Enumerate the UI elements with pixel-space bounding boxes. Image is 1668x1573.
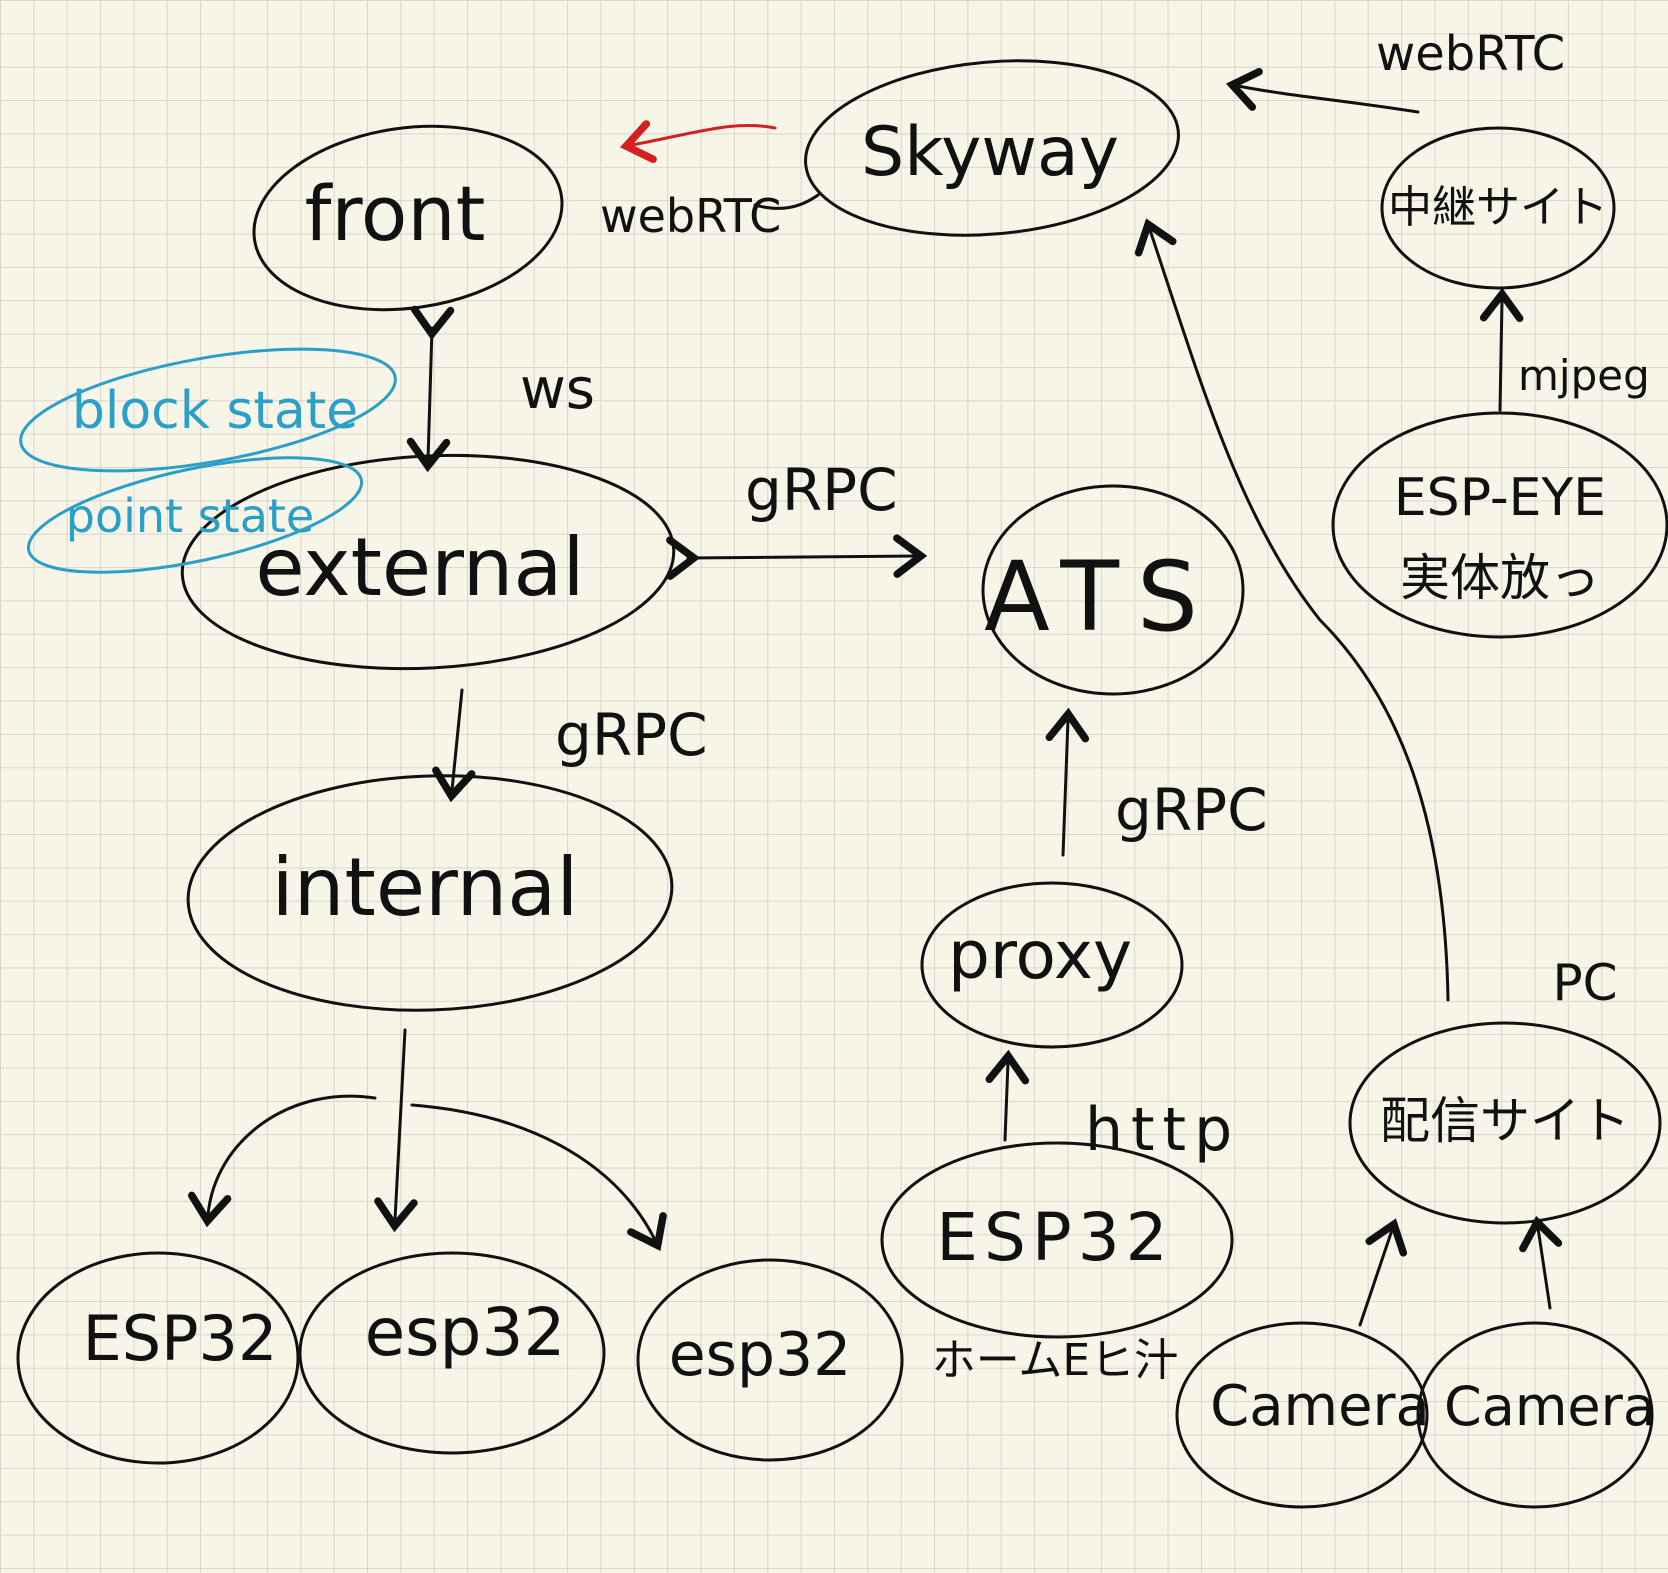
edge-camera-a-streaming: [1358, 1218, 1408, 1327]
esp32-main-sublabel: ホームEヒ汁: [932, 1335, 1178, 1386]
node-streaming-site: 配信サイト PC: [1348, 954, 1662, 1225]
point-state-ellipse: [26, 456, 364, 574]
edge-external-ats: gRPC: [666, 456, 928, 580]
skyway-label: Skyway: [861, 113, 1119, 192]
camera-a-ellipse: [1175, 1321, 1429, 1509]
edge-internal-esp32-b: [374, 1028, 418, 1233]
proxy-ellipse: [920, 881, 1184, 1049]
node-camera-b: Camera: [1416, 1321, 1656, 1509]
node-ats: ATS: [981, 484, 1245, 696]
edge-proxy-ats: gRPC: [1045, 707, 1268, 857]
esp32-c-label: esp32: [669, 1320, 852, 1390]
internal-ellipse: [186, 774, 674, 1012]
edge-internal-esp32-c-line: [410, 1103, 667, 1251]
esp32-a-label: ESP32: [83, 1302, 278, 1375]
edge-proxy-ats-line: [1045, 707, 1090, 857]
annotation-block-state: block state: [19, 347, 397, 473]
esp32-main-ellipse: [880, 1141, 1234, 1339]
edge-external-internal-line: [432, 688, 476, 803]
edge-proxy-ats-label: gRPC: [1115, 776, 1268, 844]
skyway-ellipse: [804, 59, 1180, 237]
edge-front-skyway-label: webRTC: [600, 189, 781, 243]
node-external: external: [180, 453, 676, 671]
esp-eye-label: ESP-EYE: [1394, 468, 1606, 528]
edge-relay-skyway-line: [1225, 67, 1420, 114]
edge-internal-esp32-b-line: [374, 1028, 418, 1233]
edge-external-internal: gRPC: [432, 688, 708, 803]
internal-label: internal: [272, 841, 579, 934]
edge-camera-b-streaming: [1519, 1215, 1563, 1310]
annotation-point-state: point state: [26, 456, 364, 574]
node-front: front: [252, 124, 564, 312]
edge-internal-esp32-a-line: [188, 1094, 377, 1228]
esp-eye-sublabel: 実体放っ: [1400, 549, 1600, 607]
esp32-b-ellipse: [298, 1251, 606, 1455]
block-state-ellipse: [19, 347, 397, 473]
edge-front-skyway-line: [753, 193, 820, 210]
edge-streaming-skyway-line: [1134, 218, 1450, 1002]
camera-b-label: Camera: [1444, 1375, 1656, 1438]
node-camera-a: Camera: [1175, 1321, 1430, 1509]
node-esp32-c: esp32: [636, 1258, 904, 1462]
ats-label: ATS: [984, 541, 1216, 653]
esp32-main-label: ESP32: [936, 1199, 1173, 1276]
red-arrow: [619, 120, 777, 164]
node-esp32-main: ESP32 ホームEヒ汁: [880, 1141, 1234, 1386]
edge-external-internal-label: gRPC: [555, 701, 708, 769]
node-relay-site: 中継サイト: [1380, 126, 1616, 290]
node-internal: internal: [186, 774, 674, 1012]
edge-relay-skyway-label: webRTC: [1376, 26, 1565, 82]
streaming-site-ellipse: [1348, 1021, 1662, 1225]
edge-espeye-relay-line: [1479, 287, 1524, 412]
edge-internal-esp32-a: [188, 1094, 377, 1228]
edge-external-ats-label: gRPC: [745, 456, 898, 524]
esp32-a-ellipse: [16, 1251, 300, 1465]
edge-streaming-skyway: [1134, 218, 1450, 1002]
edge-esp32-proxy-label: http: [1085, 1095, 1240, 1165]
block-state-label: block state: [72, 381, 358, 441]
point-state-label: point state: [66, 489, 314, 543]
edge-internal-esp32-c: [410, 1103, 667, 1251]
edge-front-external-line: [406, 305, 455, 473]
node-esp32-a: ESP32: [16, 1251, 300, 1465]
external-label: external: [255, 521, 584, 614]
node-skyway: Skyway: [804, 59, 1180, 237]
edge-front-skyway: webRTC: [600, 120, 820, 243]
pc-label: PC: [1552, 954, 1617, 1012]
edge-front-external-label: ws: [520, 357, 595, 422]
esp32-c-ellipse: [636, 1258, 904, 1462]
edge-esp32-proxy-line: [985, 1049, 1030, 1142]
edge-camera-a-streaming-line: [1358, 1218, 1408, 1327]
esp-eye-ellipse: [1331, 411, 1668, 639]
edge-external-ats-line: [666, 534, 928, 580]
edge-espeye-relay: mjpeg: [1479, 287, 1650, 412]
esp32-b-label: esp32: [365, 1294, 566, 1371]
edge-camera-b-streaming-line: [1519, 1215, 1563, 1310]
edge-espeye-relay-label: mjpeg: [1518, 351, 1650, 400]
relay-site-label: 中継サイト: [1388, 182, 1608, 233]
ats-ellipse: [981, 484, 1245, 696]
camera-a-label: Camera: [1210, 1374, 1430, 1439]
edge-esp32-proxy: http: [985, 1049, 1240, 1165]
node-esp-eye: ESP-EYE 実体放っ: [1331, 411, 1668, 639]
node-proxy: proxy: [920, 881, 1184, 1049]
edge-front-external: ws: [406, 305, 595, 473]
front-label: front: [305, 169, 486, 258]
camera-b-ellipse: [1416, 1321, 1654, 1509]
proxy-label: proxy: [948, 917, 1132, 994]
edge-relay-skyway: webRTC: [1225, 26, 1565, 114]
streaming-site-label: 配信サイト: [1380, 1092, 1630, 1150]
node-esp32-b: esp32: [298, 1251, 606, 1455]
